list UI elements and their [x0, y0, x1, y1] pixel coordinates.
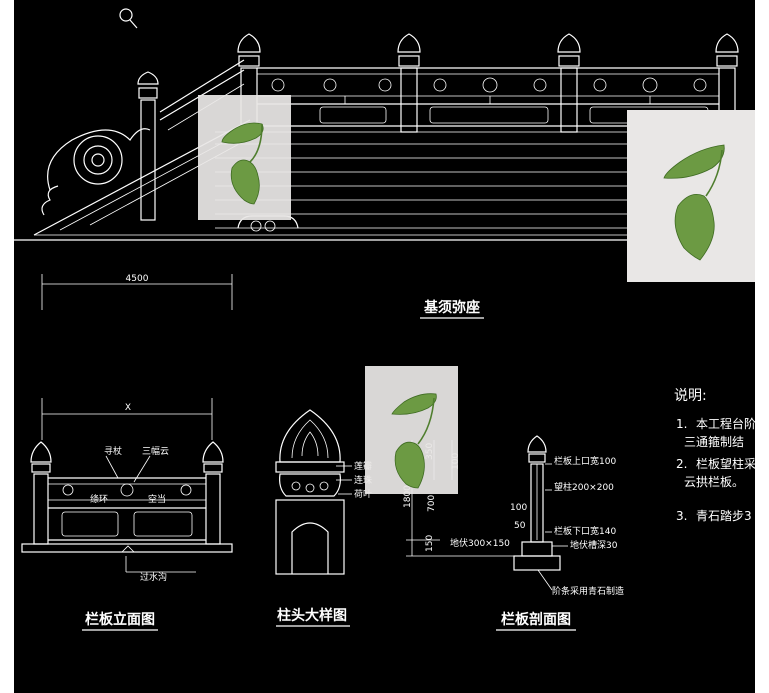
plant-photo-2 [627, 110, 755, 282]
dim-100-small: 100 [510, 503, 527, 513]
dimension-4500: 4500 [41, 274, 233, 310]
post-1 [137, 71, 159, 221]
magnifier-icon[interactable] [119, 8, 138, 29]
label-xunzhang: 寻杖 [104, 445, 122, 457]
plant-photo-3 [365, 366, 458, 494]
panel-elevation-drawing: X 寻杖 三幅云 绦环 空当 过水沟 [21, 398, 233, 583]
note-1-num: 1. [676, 417, 687, 431]
notes-block: 说明: 1. 本工程台阶 三通箍制结 2. 栏板望柱采 云拱栏板。 3. 青石踏… [674, 388, 756, 523]
post-head-title: 柱头大样图 [277, 607, 347, 624]
label-bottom-width: 栏板下口宽140 [554, 525, 616, 537]
notes-heading: 说明: [674, 388, 707, 404]
dim-1800: 1800 [403, 485, 413, 508]
note-3-line1: 青石踏步3 [696, 509, 752, 523]
label-top-width: 栏板上口宽100 [554, 455, 616, 467]
note-2-line1: 栏板望柱采 [696, 456, 756, 471]
note-1-line1: 本工程台阶 [696, 416, 756, 431]
dim-150: 150 [425, 535, 435, 552]
label-post-size: 望柱200×200 [554, 481, 614, 493]
label-kongdang: 空当 [148, 493, 166, 505]
label-guoshuigou: 过水沟 [140, 571, 167, 583]
post-3 [397, 33, 421, 133]
label-sanfuyun: 三幅云 [142, 445, 169, 457]
panel-width-label: X [125, 403, 131, 413]
note-3-num: 3. [676, 509, 687, 523]
label-stone-material: 阶条采用青石制造 [552, 585, 624, 597]
note-1-line2: 三通箍制结 [684, 434, 744, 449]
label-groove-depth: 地伏槽深30 [570, 539, 618, 551]
dim-50: 50 [514, 521, 526, 531]
plant-photo-1 [198, 95, 291, 220]
label-heye: 荷叶 [354, 489, 372, 500]
note-2-num: 2. [676, 457, 687, 471]
label-taohuan: 绦环 [90, 493, 108, 505]
elevation-title: 基须弥座 [424, 299, 480, 316]
panel-section-drawing: 栏板上口宽100 望柱200×200 栏板下口宽140 地伏槽深30 阶条采用青… [510, 435, 624, 597]
label-difu: 地伏300×150 [450, 537, 510, 549]
dim-700: 700 [427, 495, 437, 512]
dimension-label: 4500 [126, 274, 149, 284]
panel-elevation-title: 栏板立面图 [85, 611, 155, 628]
note-2-line2: 云拱栏板。 [684, 474, 744, 489]
section-title: 栏板剖面图 [501, 611, 571, 628]
